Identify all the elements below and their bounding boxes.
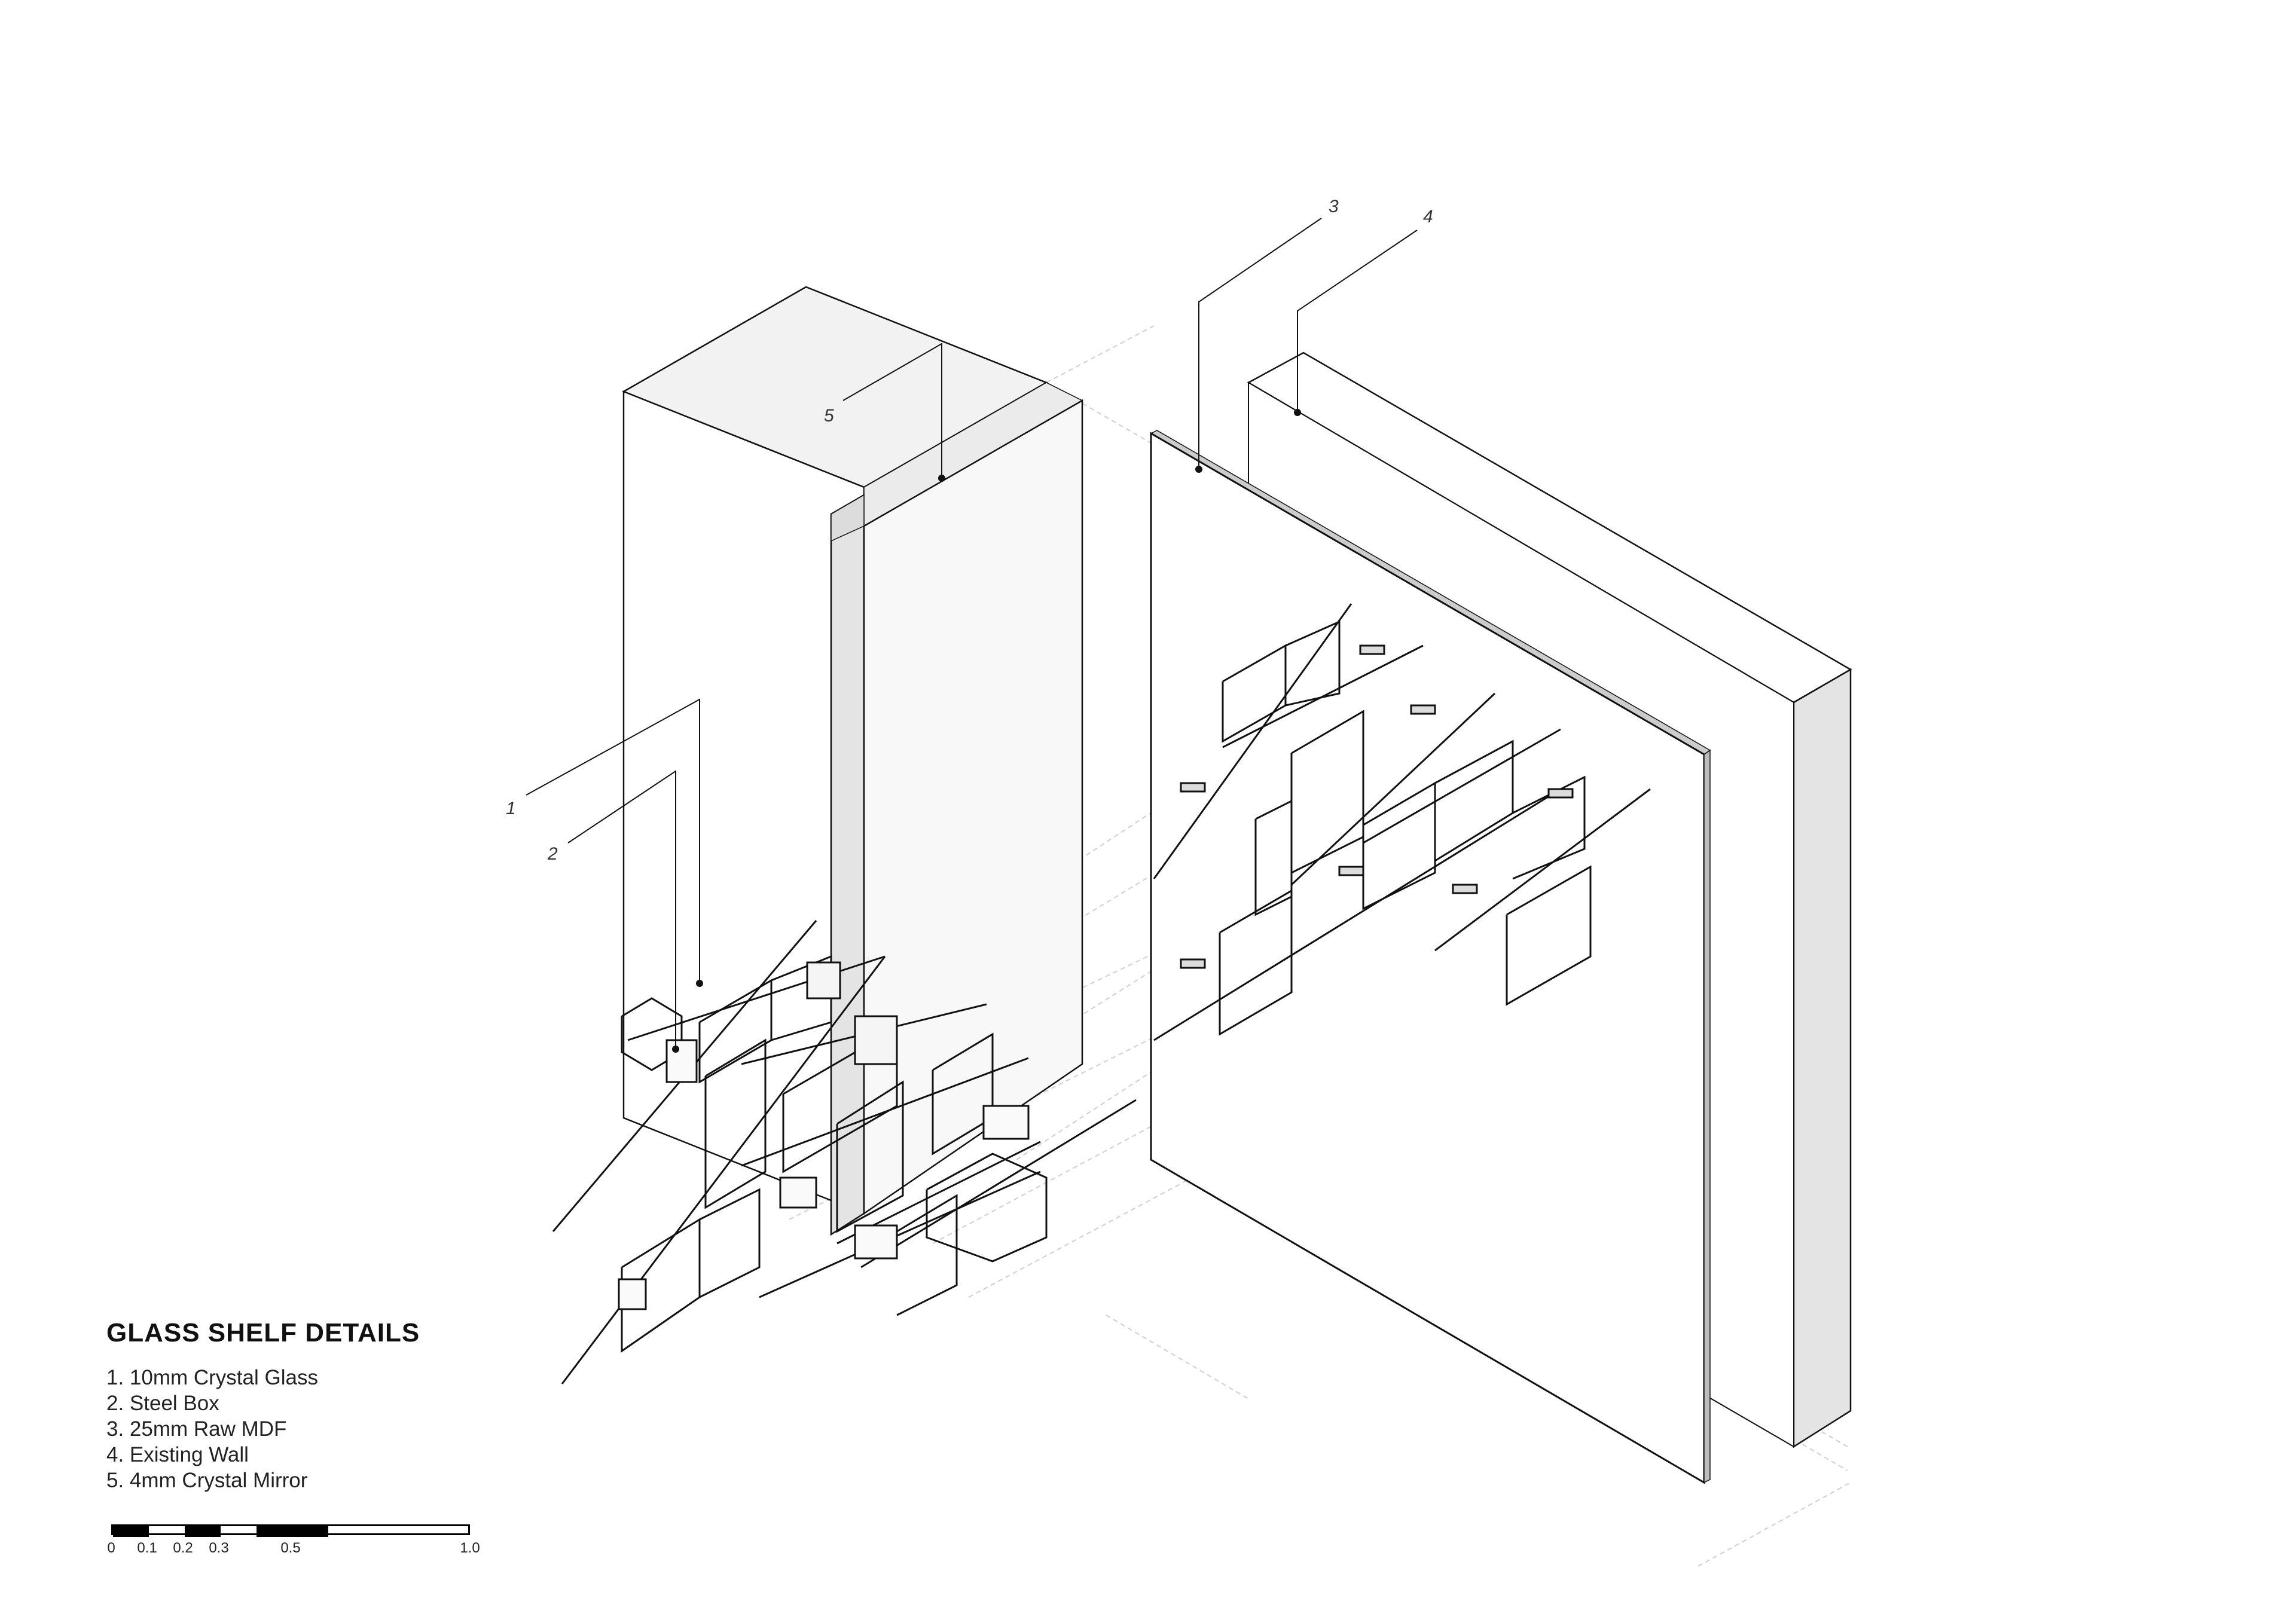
callout-labels: 3 4 5 1 2 xyxy=(506,197,1433,864)
scale-label: 0.5 xyxy=(280,1540,301,1556)
legend-list: 1. 10mm Crystal Glass 2. Steel Box 3. 25… xyxy=(106,1365,420,1493)
scale-segment xyxy=(185,1526,221,1537)
glass-shelf-assembly-left xyxy=(552,920,1137,1384)
scale-label: 1.0 xyxy=(460,1540,480,1556)
legend-item: 2. Steel Box xyxy=(106,1392,219,1415)
callout-5: 5 xyxy=(824,406,834,426)
legend-item: 4. Existing Wall xyxy=(106,1443,249,1466)
scale-label: 0.1 xyxy=(137,1540,157,1556)
callout-4: 4 xyxy=(1423,207,1433,227)
legend-item: 3. 25mm Raw MDF xyxy=(106,1417,287,1441)
scale-segment xyxy=(113,1526,149,1537)
legend-item: 1. 10mm Crystal Glass xyxy=(106,1366,318,1389)
callout-2: 2 xyxy=(547,844,558,864)
callout-leaders xyxy=(526,218,1418,1049)
crystal-mirror-panel xyxy=(622,286,1083,1236)
existing-wall-and-mdf xyxy=(1150,352,1852,1484)
scale-label: 0 xyxy=(107,1540,115,1556)
legend-item: 5. 4mm Crystal Mirror xyxy=(106,1469,308,1492)
scale-label: 0.3 xyxy=(209,1540,229,1556)
callout-dots xyxy=(672,409,1301,1053)
callout-3: 3 xyxy=(1329,197,1339,216)
scale-segment xyxy=(257,1526,328,1537)
callout-1: 1 xyxy=(506,799,516,818)
legend: GLASS SHELF DETAILS 1. 10mm Crystal Glas… xyxy=(106,1318,420,1493)
scale-label: 0.2 xyxy=(173,1540,193,1556)
scale-bar: 0 0.1 0.2 0.3 0.5 1.0 xyxy=(107,1524,480,1560)
scale-track xyxy=(111,1524,470,1537)
glass-shelf-assembly-right xyxy=(1153,603,1651,1041)
legend-title: GLASS SHELF DETAILS xyxy=(106,1318,420,1347)
